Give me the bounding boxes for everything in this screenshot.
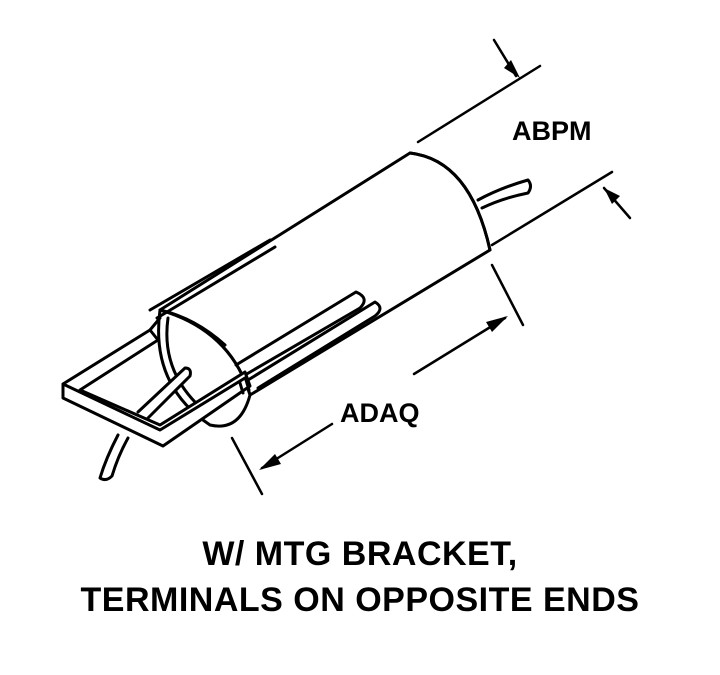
front-terminal-wire <box>98 366 192 482</box>
rear-terminal-wire <box>476 178 532 210</box>
diameter-arrowheads <box>504 60 620 204</box>
length-arrowheads <box>259 316 508 470</box>
caption-line-1: W/ MTG BRACKET, <box>202 535 518 573</box>
diameter-label: ABPM <box>512 116 592 146</box>
caption-line-2: TERMINALS ON OPPOSITE ENDS <box>80 581 640 619</box>
mounting-bracket <box>61 238 382 448</box>
length-label: ADAQ <box>340 398 420 428</box>
capacitor-body <box>157 151 492 428</box>
